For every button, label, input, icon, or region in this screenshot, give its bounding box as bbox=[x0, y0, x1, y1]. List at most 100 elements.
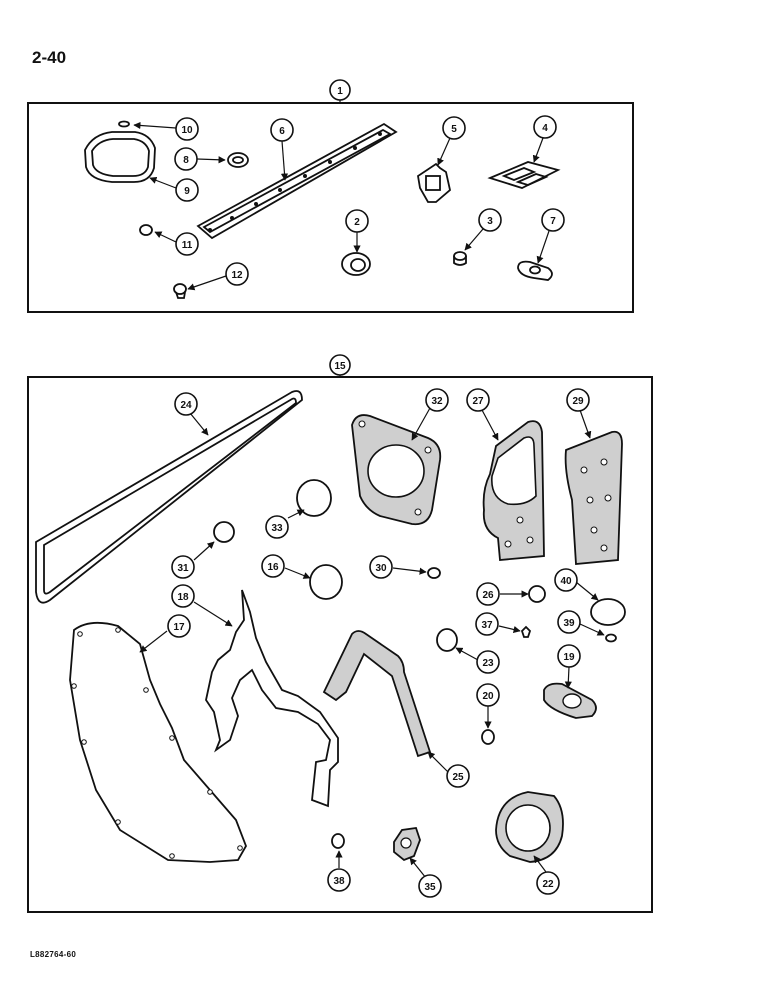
part-9-rocker-seal bbox=[84, 131, 156, 183]
callout-6: 6 bbox=[270, 118, 294, 142]
callout-17: 17 bbox=[167, 614, 191, 638]
callout-31: 31 bbox=[171, 555, 195, 579]
svg-text:39: 39 bbox=[563, 618, 575, 629]
svg-text:6: 6 bbox=[279, 126, 285, 137]
callout-24: 24 bbox=[174, 392, 198, 416]
part-5-gasket bbox=[417, 162, 451, 203]
part-23-o-ring bbox=[436, 628, 458, 652]
part-26-o-ring bbox=[528, 585, 546, 603]
document-code: L882764-60 bbox=[30, 950, 77, 959]
svg-text:17: 17 bbox=[173, 622, 185, 633]
svg-text:30: 30 bbox=[375, 563, 387, 574]
svg-text:38: 38 bbox=[333, 876, 345, 887]
svg-text:1: 1 bbox=[337, 86, 343, 97]
callout-37: 37 bbox=[475, 612, 499, 636]
part-40-o-ring bbox=[590, 598, 626, 626]
callout-29: 29 bbox=[566, 388, 590, 412]
svg-text:4: 4 bbox=[542, 123, 548, 134]
part-25-front-cover-gasket bbox=[322, 630, 432, 758]
svg-text:7: 7 bbox=[550, 216, 556, 227]
callout-40: 40 bbox=[554, 568, 578, 592]
svg-text:33: 33 bbox=[271, 523, 283, 534]
part-30-o-ring bbox=[427, 567, 441, 579]
svg-text:5: 5 bbox=[451, 124, 457, 135]
svg-text:12: 12 bbox=[231, 270, 243, 281]
callout-33: 33 bbox=[265, 515, 289, 539]
svg-text:20: 20 bbox=[482, 691, 494, 702]
callout-38: 38 bbox=[327, 868, 351, 892]
callout-26: 26 bbox=[476, 582, 500, 606]
callout-35: 35 bbox=[418, 874, 442, 898]
svg-text:25: 25 bbox=[452, 772, 464, 783]
part-29-gasket bbox=[564, 430, 623, 565]
part-22-gasket bbox=[495, 791, 564, 863]
part-2-crankshaft-seal bbox=[341, 252, 371, 276]
callout-8: 8 bbox=[174, 147, 198, 171]
part-20-o-ring bbox=[481, 729, 495, 745]
callout-11: 11 bbox=[175, 232, 199, 256]
callout-7: 7 bbox=[541, 208, 565, 232]
svg-text:16: 16 bbox=[267, 562, 279, 573]
callout-20: 20 bbox=[476, 683, 500, 707]
callout-9: 9 bbox=[175, 178, 199, 202]
part-38-o-ring bbox=[331, 833, 345, 849]
part-37-seal bbox=[520, 625, 532, 638]
svg-text:3: 3 bbox=[487, 216, 493, 227]
part-33-o-ring bbox=[296, 479, 332, 517]
svg-text:27: 27 bbox=[472, 396, 484, 407]
part-8-seal bbox=[227, 152, 249, 168]
callout-18: 18 bbox=[171, 584, 195, 608]
callout-27: 27 bbox=[466, 388, 490, 412]
part-39-o-ring bbox=[605, 633, 617, 643]
svg-text:26: 26 bbox=[482, 590, 494, 601]
callout-12: 12 bbox=[225, 262, 249, 286]
svg-text:31: 31 bbox=[177, 563, 189, 574]
callout-16: 16 bbox=[261, 554, 285, 578]
part-3-seal bbox=[453, 251, 467, 266]
svg-text:29: 29 bbox=[572, 396, 584, 407]
part-17-rear-cover-gasket bbox=[69, 621, 247, 863]
part-7-gasket bbox=[517, 260, 553, 281]
callout-4: 4 bbox=[533, 115, 557, 139]
svg-text:22: 22 bbox=[542, 879, 554, 890]
callout-23: 23 bbox=[476, 650, 500, 674]
svg-text:18: 18 bbox=[177, 592, 189, 603]
callout-3: 3 bbox=[478, 208, 502, 232]
svg-text:10: 10 bbox=[181, 125, 193, 136]
part-11-o-ring bbox=[139, 224, 153, 236]
svg-text:15: 15 bbox=[334, 361, 346, 372]
callout-30: 30 bbox=[369, 555, 393, 579]
callout-5: 5 bbox=[442, 116, 466, 140]
callout-2: 2 bbox=[345, 209, 369, 233]
part-12-fitting bbox=[173, 283, 187, 299]
callout-22: 22 bbox=[536, 871, 560, 895]
svg-text:37: 37 bbox=[481, 620, 493, 631]
part-19-gasket bbox=[543, 682, 597, 719]
svg-text:19: 19 bbox=[563, 652, 575, 663]
callout-10: 10 bbox=[175, 117, 199, 141]
part-31-o-ring bbox=[213, 521, 235, 543]
callout-25: 25 bbox=[446, 764, 470, 788]
svg-text:9: 9 bbox=[184, 186, 190, 197]
part-24-oil-pan-gasket bbox=[35, 390, 303, 604]
part-16-seal-ring bbox=[309, 564, 343, 600]
svg-text:11: 11 bbox=[182, 240, 193, 251]
part-18-gear-housing-gasket bbox=[205, 589, 339, 808]
part-6-valve-cover-gasket bbox=[196, 122, 398, 240]
part-35-gasket bbox=[393, 827, 421, 862]
page-number: 2-40 bbox=[32, 48, 67, 67]
part-32-gasket bbox=[351, 414, 442, 526]
svg-text:23: 23 bbox=[482, 658, 494, 669]
part-4-gasket bbox=[487, 161, 561, 189]
svg-text:8: 8 bbox=[183, 155, 189, 166]
svg-text:35: 35 bbox=[424, 882, 436, 893]
svg-text:32: 32 bbox=[431, 396, 443, 407]
part-10-small-o-ring bbox=[118, 120, 130, 128]
callout-15: 15 bbox=[329, 354, 351, 376]
callout-39: 39 bbox=[557, 610, 581, 634]
svg-text:2: 2 bbox=[354, 217, 360, 228]
part-27-gasket bbox=[482, 420, 545, 561]
svg-text:40: 40 bbox=[560, 576, 572, 587]
callout-19: 19 bbox=[557, 644, 581, 668]
